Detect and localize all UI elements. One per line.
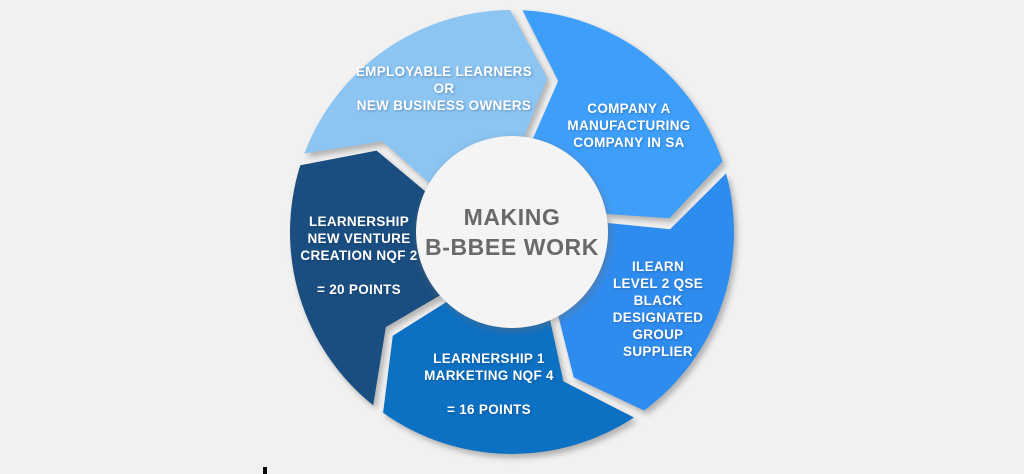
segment-company-a [522, 10, 723, 219]
segment-label-line: OR [433, 81, 455, 96]
segment-label-line: COMPANY IN SA [573, 135, 685, 150]
segment-label-employable-learners: EMPLOYABLE LEARNERS OR NEW BUSINESS OWNE… [334, 63, 554, 114]
segment-label-line: GROUP [632, 327, 684, 342]
segment-label-ilearn-supplier: ILEARN LEVEL 2 QSE BLACK DESIGNATED GROU… [583, 258, 733, 360]
segment-label-line: NEW VENTURE [307, 231, 411, 246]
segment-learnership-new-venture [289, 150, 441, 406]
segment-label-line: NEW BUSINESS OWNERS [356, 98, 532, 113]
diagram-title-line: MAKING [463, 204, 561, 230]
segment-label-line: = 16 POINTS [447, 402, 531, 417]
segment-label-line: LEVEL 2 QSE [612, 276, 704, 291]
segment-label-line: COMPANY A [587, 101, 671, 116]
stray-mark [263, 467, 267, 474]
segment-label-line: MARKETING NQF 4 [424, 368, 554, 383]
diagram-title-line: B-BBEE WORK [425, 234, 599, 260]
segment-label-line: LEARNERSHIP [308, 214, 410, 229]
segment-label-line: DESIGNATED [612, 310, 704, 325]
segment-label-line: BLACK [633, 293, 683, 308]
segment-label-learnership-marketing: LEARNERSHIP 1 MARKETING NQF 4 = 16 POINT… [379, 350, 599, 418]
segment-ilearn-supplier [558, 173, 734, 411]
segment-label-company-a: COMPANY A MANUFACTURING COMPANY IN SA [529, 100, 729, 151]
segment-label-line: EMPLOYABLE LEARNERS [355, 64, 533, 79]
segment-label-line: = 20 POINTS [317, 282, 401, 297]
segment-label-line [259, 264, 459, 281]
segment-label-line: LEARNERSHIP 1 [433, 351, 545, 366]
segment-label-line: SUPPLIER [623, 344, 693, 359]
segment-label-line [379, 384, 599, 401]
segment-label-line: ILEARN [631, 259, 685, 274]
diagram-title: MAKING B-BBEE WORK [362, 202, 662, 262]
segment-label-line: CREATION NQF 2 [300, 248, 418, 263]
segment-label-line: MANUFACTURING [567, 118, 691, 133]
segment-learnership-marketing [383, 301, 634, 454]
segment-label-learnership-new-venture: LEARNERSHIP NEW VENTURE CREATION NQF 2 =… [259, 213, 459, 298]
center-circle [416, 136, 608, 328]
